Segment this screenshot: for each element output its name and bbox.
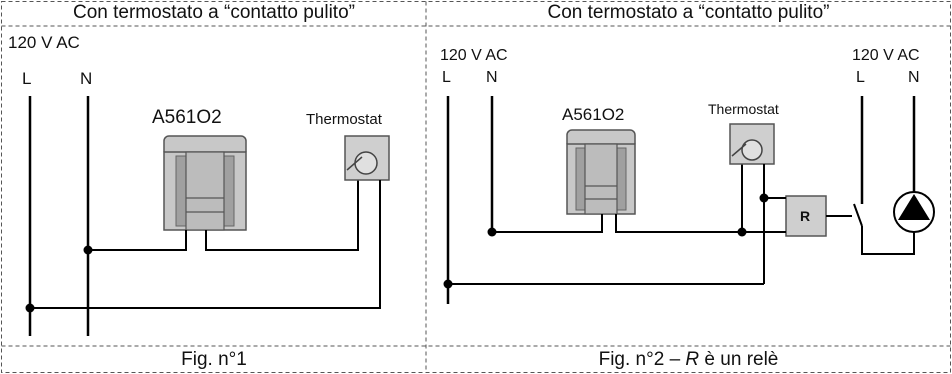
p2-relay [785, 195, 827, 237]
p2-thermostat [729, 123, 775, 165]
p2-caption-suffix: è un relè [699, 349, 779, 370]
p1-terminal-l: L [22, 69, 32, 88]
p2-caption-italic: R [685, 349, 700, 370]
p2-junction-relay [759, 193, 769, 203]
p2-wire-actuator-thermostat [615, 164, 743, 233]
p2-actuator-label: A561O2 [562, 105, 625, 124]
p2-supply-voltage-left: 120 V AC [440, 47, 508, 64]
panel-1-caption: Fig. n°1 [181, 349, 247, 370]
p2-pump [893, 191, 935, 233]
p2-relay-switch [853, 203, 863, 227]
p1-actuator [163, 135, 247, 231]
p2-actuator [566, 129, 636, 215]
p1-thermostat-label: Thermostat [306, 111, 382, 128]
panel-2-header: Con termostato a “contatto pulito” [547, 2, 830, 23]
p2-wire-switch-pump [861, 226, 915, 255]
p2-terminal-n-left: N [486, 69, 498, 86]
p2-junction-n [487, 227, 497, 237]
p2-terminal-l-right: L [856, 69, 865, 86]
p1-terminal-n: N [80, 69, 93, 88]
panel-2-circuit [443, 96, 935, 304]
p1-wire-actuator-thermostat [205, 180, 359, 251]
p1-actuator-label: A561O2 [152, 107, 222, 128]
panel-1-header: Con termostato a “contatto pulito” [73, 2, 355, 23]
panel-2-caption: Fig. n°2 – R è un relè [427, 349, 950, 371]
p2-terminal-n-right: N [908, 69, 920, 86]
p2-thermostat-label: Thermostat [708, 101, 779, 117]
p1-junction-n [83, 245, 93, 255]
p2-supply-voltage-right: 120 V AC [852, 47, 920, 64]
p1-wire-actuator-n [88, 230, 187, 251]
p2-junction-thermostat [737, 227, 747, 237]
p2-terminal-l-left: L [442, 69, 451, 86]
p1-wire-thermostat-l [30, 180, 381, 309]
p2-caption-prefix: Fig. n°2 – [598, 349, 686, 370]
p2-relay-label: R [800, 208, 811, 224]
p2-junction-l [443, 279, 453, 289]
p1-thermostat [344, 135, 390, 181]
panel-1-circuit [25, 96, 390, 336]
p1-junction-l [25, 303, 35, 313]
p2-wire-actuator-n [492, 214, 603, 233]
p1-supply-voltage: 120 V AC [8, 33, 80, 52]
